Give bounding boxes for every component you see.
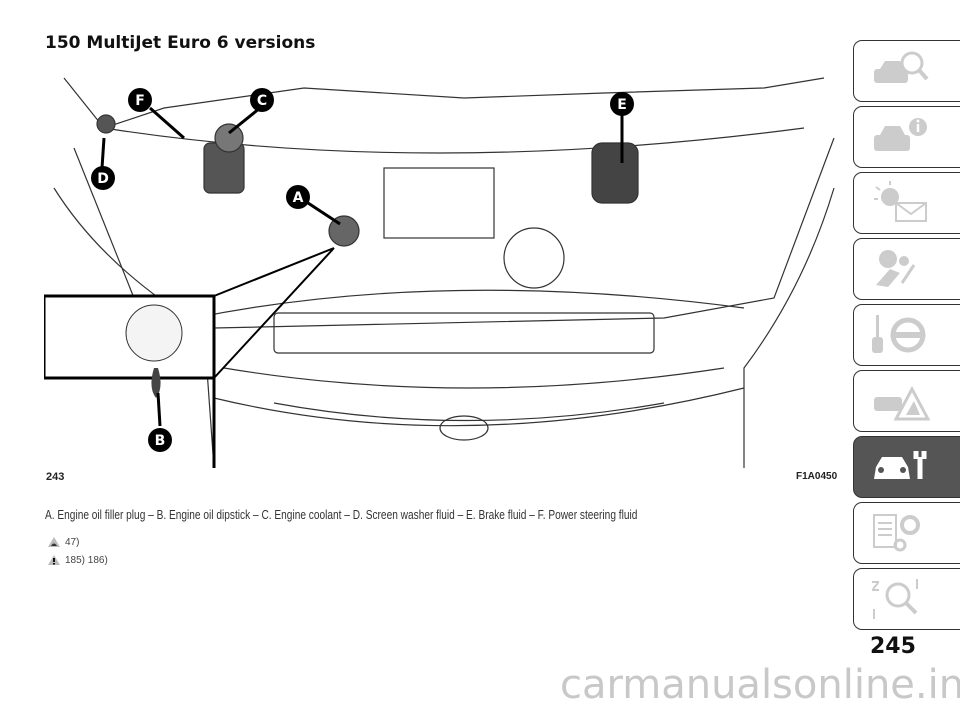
label-d: D bbox=[97, 171, 109, 187]
alphabet-magnifier-icon bbox=[872, 579, 918, 619]
reference-danger[interactable]: 185) 186) bbox=[47, 554, 108, 566]
tab-index[interactable] bbox=[853, 568, 960, 630]
environment-warning-icon bbox=[48, 537, 60, 547]
tab-servicing-care[interactable] bbox=[853, 436, 960, 498]
page-number: 245 bbox=[870, 634, 916, 659]
engine-compartment-illustration: F C E D A B bbox=[44, 77, 835, 468]
label-b: B bbox=[155, 433, 166, 449]
tab-safety[interactable] bbox=[853, 238, 960, 300]
key-steering-wheel-icon bbox=[872, 315, 926, 353]
label-f: F bbox=[135, 93, 145, 109]
tab-getting-to-know-car[interactable] bbox=[853, 40, 960, 102]
reference-text: 47) bbox=[65, 536, 80, 548]
list-gears-icon bbox=[873, 514, 920, 552]
figure-code: F1A0450 bbox=[796, 471, 838, 482]
figure-caption: A. Engine oil filler plug – B. Engine oi… bbox=[45, 507, 638, 522]
tab-emergency[interactable] bbox=[853, 370, 960, 432]
tab-safety-lights[interactable] bbox=[853, 172, 960, 234]
tab-starting-driving[interactable] bbox=[853, 304, 960, 366]
watermark: carmanualsonline.info bbox=[560, 662, 960, 708]
tab-instrument-panel[interactable] bbox=[853, 106, 960, 168]
figure-number: 243 bbox=[46, 471, 65, 483]
label-c: C bbox=[257, 93, 267, 109]
car-info-icon bbox=[874, 118, 927, 151]
label-a: A bbox=[293, 190, 304, 206]
car-magnifier-icon bbox=[874, 51, 929, 83]
airbag-seat-icon bbox=[876, 250, 916, 287]
tab-technical-data[interactable] bbox=[853, 502, 960, 564]
label-e: E bbox=[617, 97, 627, 113]
reference-environment[interactable]: 47) bbox=[47, 536, 79, 548]
reference-text: 185) 186) bbox=[65, 554, 108, 566]
section-title: 150 MultiJet Euro 6 versions bbox=[45, 33, 316, 53]
danger-warning-icon bbox=[48, 555, 60, 565]
car-wrench-icon bbox=[874, 451, 927, 479]
warning-light-envelope-icon bbox=[874, 181, 927, 222]
car-warning-triangle-icon bbox=[874, 385, 930, 421]
